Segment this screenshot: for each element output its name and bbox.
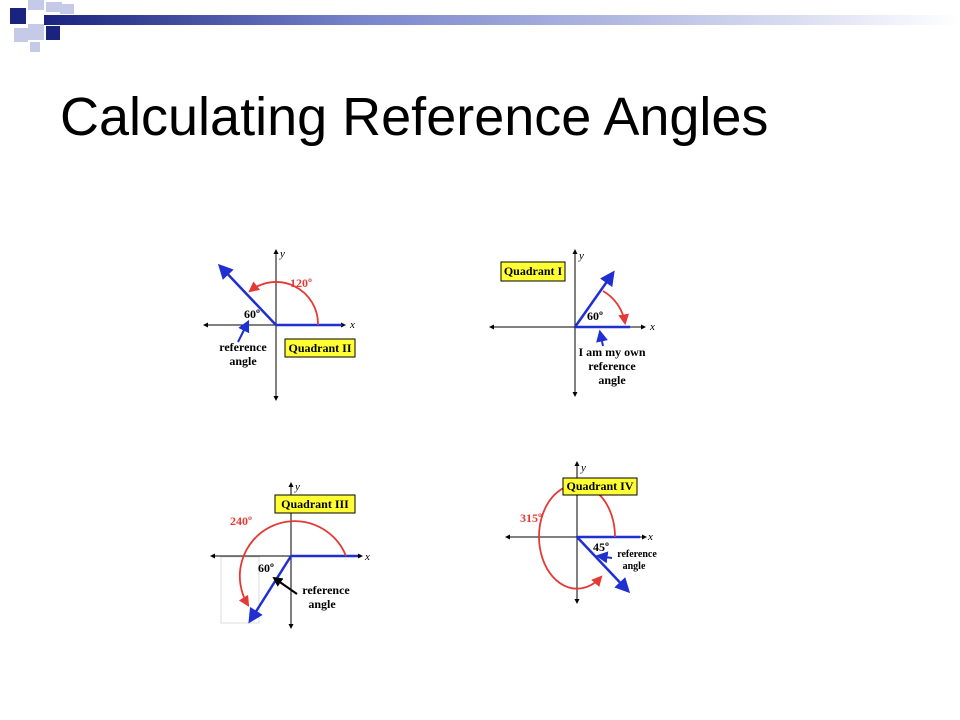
header-square — [14, 28, 28, 42]
quadrant-badge — [562, 477, 638, 496]
angle-label: 240º — [230, 514, 252, 528]
angle-arc — [602, 290, 629, 326]
note-arrow — [272, 576, 298, 595]
diagram-quadrant-3: x y 240º 60º Quadrant III reference angl… — [210, 481, 370, 629]
header-square — [60, 4, 74, 14]
angle-label: 315º — [520, 511, 542, 525]
diagram-quadrant-2: x y 120º 60º reference angle Quadrant II — [203, 248, 356, 401]
y-axis-label: y — [580, 462, 586, 474]
terminal-ray — [248, 555, 293, 624]
ref-angle-label: 60º — [587, 309, 603, 323]
angle-arc — [538, 483, 616, 590]
note-arrow — [595, 551, 613, 564]
y-axis-label: y — [294, 481, 300, 493]
x-axis-label: x — [647, 531, 653, 543]
quadrant-label: Quadrant IV — [566, 479, 633, 493]
x-axis-label: x — [364, 551, 370, 563]
header-decoration — [10, 0, 960, 52]
note-line: angle — [598, 373, 626, 387]
diagram-quadrant-1: x y 60º Quadrant I I am my own reference… — [489, 249, 655, 397]
header-square — [28, 24, 44, 40]
header-square — [30, 42, 40, 52]
terminal-ray — [217, 263, 277, 326]
angle-arc — [238, 520, 347, 607]
angle-arc — [248, 281, 319, 326]
quadrant-label: Quadrant II — [288, 341, 351, 355]
terminal-ray — [573, 270, 615, 328]
diagram-quadrant-4: x y 315º 45º Quadrant IV reference angle — [505, 461, 657, 604]
note-line: reference — [302, 583, 350, 597]
quadrant-badge — [274, 494, 356, 514]
note-line: reference — [588, 359, 636, 373]
terminal-ray — [576, 536, 631, 594]
note-line: angle — [623, 561, 646, 572]
ref-angle-label: 60º — [244, 307, 260, 321]
quadrant-label: Quadrant I — [504, 264, 563, 278]
x-axis-label: x — [349, 319, 355, 331]
header-square — [46, 26, 60, 40]
note-line: reference — [617, 549, 657, 560]
header-square — [10, 8, 26, 24]
ref-angle-label: 60º — [258, 561, 274, 575]
quadrant-badge — [284, 338, 356, 358]
note-line: I am my own — [578, 345, 645, 359]
note-arrow — [237, 319, 250, 343]
header-square — [28, 0, 44, 10]
quadrant-label: Quadrant III — [281, 497, 349, 511]
note-line: reference — [219, 340, 267, 354]
note-line: angle — [308, 597, 336, 611]
angle-label: 120º — [290, 276, 312, 290]
note-line: angle — [229, 354, 257, 368]
ref-angle-label: 45º — [593, 540, 609, 554]
quadrant-badge — [500, 261, 566, 282]
note-arrow — [596, 329, 608, 347]
y-axis-label: y — [279, 248, 285, 260]
header-bar — [44, 15, 960, 25]
header-square — [46, 2, 62, 12]
y-axis-label: y — [578, 250, 584, 262]
x-axis-label: x — [649, 321, 655, 333]
slide-title: Calculating Reference Angles — [60, 87, 769, 147]
